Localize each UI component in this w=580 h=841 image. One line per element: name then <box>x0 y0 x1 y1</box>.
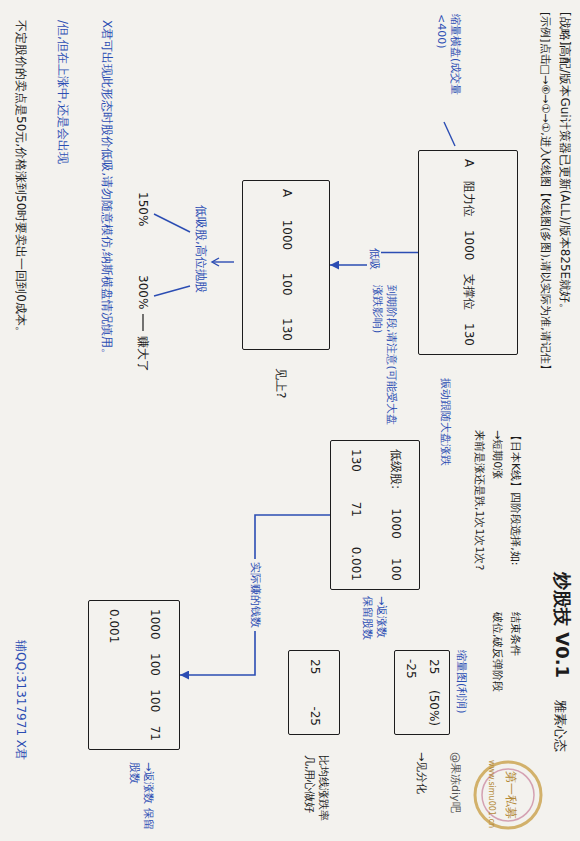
box-text: (50%) <box>426 690 442 726</box>
note-text: 振动跟随大盘涨跌 <box>438 378 452 478</box>
note-text: [战略]高配/版本Gui计策器已更新(ALL)/版本825E就好。 <box>556 12 572 315</box>
note-text: 不定股价的卖点是50元,价格涨到50时要卖出一回到0成本。 <box>12 20 28 338</box>
note-text: @果冻diy吧 <box>448 752 462 813</box>
chart-box: 低级股: 1000 100 130 71 0.001 <box>330 440 420 590</box>
chart-box: 1000 100 100 71 0.001 <box>88 600 180 750</box>
box-text: 71 <box>147 726 163 741</box>
box-text: -25 <box>403 659 419 679</box>
edge-label: 低吸 <box>367 245 381 273</box>
box-text: 0.001 <box>347 547 363 581</box>
note-text: X君可出现此形态时股价低吸,请勿随意模仿,纳斯横盘情况慎用。 <box>98 20 114 380</box>
note-text: →见分化 <box>414 752 428 794</box>
box-text: 1000 <box>278 220 294 251</box>
box-text: 支撑位 <box>460 274 476 310</box>
box-text: 71 <box>347 502 363 517</box>
note-text: →返涨数 保留股数 <box>126 762 155 832</box>
box-text: 100 <box>278 273 294 296</box>
note-text: 缩量横盘(成交量<400) <box>433 14 462 119</box>
box-text: 130 <box>347 449 363 472</box>
note-text: 辅QQ:31317971 X君 <box>12 640 28 760</box>
note-text: /但,但在上涨中,还是会出现 <box>54 20 70 164</box>
box-text: 阻力位 <box>460 181 476 217</box>
note-text: 低吸股,高位抛股 <box>192 205 208 293</box>
chart-box: 25 -25 <box>288 650 340 735</box>
box-text: 0.001 <box>106 609 122 643</box>
page-title: 炒股技 V0.1 <box>551 572 574 678</box>
box-text: A <box>278 189 294 197</box>
note-text: 赚大了 <box>134 336 150 372</box>
note-text: 【日本K线】四阶段选择,如: <box>508 430 522 565</box>
leader-line <box>142 314 143 331</box>
note-text: 结束条件 <box>508 612 522 656</box>
edge-label: 实际赚的钱数 <box>248 559 262 631</box>
arrow-head <box>212 258 219 266</box>
note-text: 雅素心态 <box>551 700 568 752</box>
note-text: www.simu001.cn <box>486 760 496 828</box>
box-text: 1000 <box>460 230 476 261</box>
box-text: 100 <box>387 558 403 581</box>
box-text: A <box>460 159 476 167</box>
chart-box: A 阻力位 1000 支撑位 130 <box>418 150 518 355</box>
note-text: [示例]点击□→⑥→①→①,进入K线图【K线图(多图),请以实际为准,请记住】 <box>538 12 552 375</box>
note-text: 300% <box>134 275 150 309</box>
leader-line <box>213 261 234 262</box>
note-text: 比均线涨跌率几,用心做好 <box>301 755 330 833</box>
chart-box: A 1000 100 130 <box>242 180 330 350</box>
note-text: 到期阶段,请注意(可能受大盘涨跌影响) <box>369 285 398 435</box>
watermark-ring <box>475 762 541 828</box>
box-text: -25 <box>306 706 322 726</box>
note-text: 缩量图(利润) <box>454 650 468 714</box>
box-text: 130 <box>278 318 294 341</box>
chart-box: 25 (50%) -25 <box>394 650 450 735</box>
box-text: 1000 <box>147 609 163 640</box>
note-text: 破位,破反弹阶段 <box>490 612 504 693</box>
leader-line <box>154 286 190 296</box>
note-text: 第一私募 <box>502 771 518 819</box>
note-text: →返涨数 保留股数 <box>359 596 388 646</box>
leader-line <box>444 122 455 146</box>
box-text: 100 <box>147 653 163 676</box>
box-text: 130 <box>460 323 476 346</box>
note-text: 150% <box>134 192 150 226</box>
box-text: 25 <box>426 659 442 674</box>
box-text: 低级股: <box>387 449 403 489</box>
box-text: 100 <box>147 689 163 712</box>
note-text: →短期0涨 <box>490 430 504 479</box>
box-text: 1000 <box>387 508 403 539</box>
box-text: 25 <box>306 659 322 674</box>
note-text: 来前是涨还是跌,1次1次1次? <box>472 430 486 570</box>
note-text: 见上? <box>272 368 288 398</box>
leader-line <box>154 214 190 232</box>
